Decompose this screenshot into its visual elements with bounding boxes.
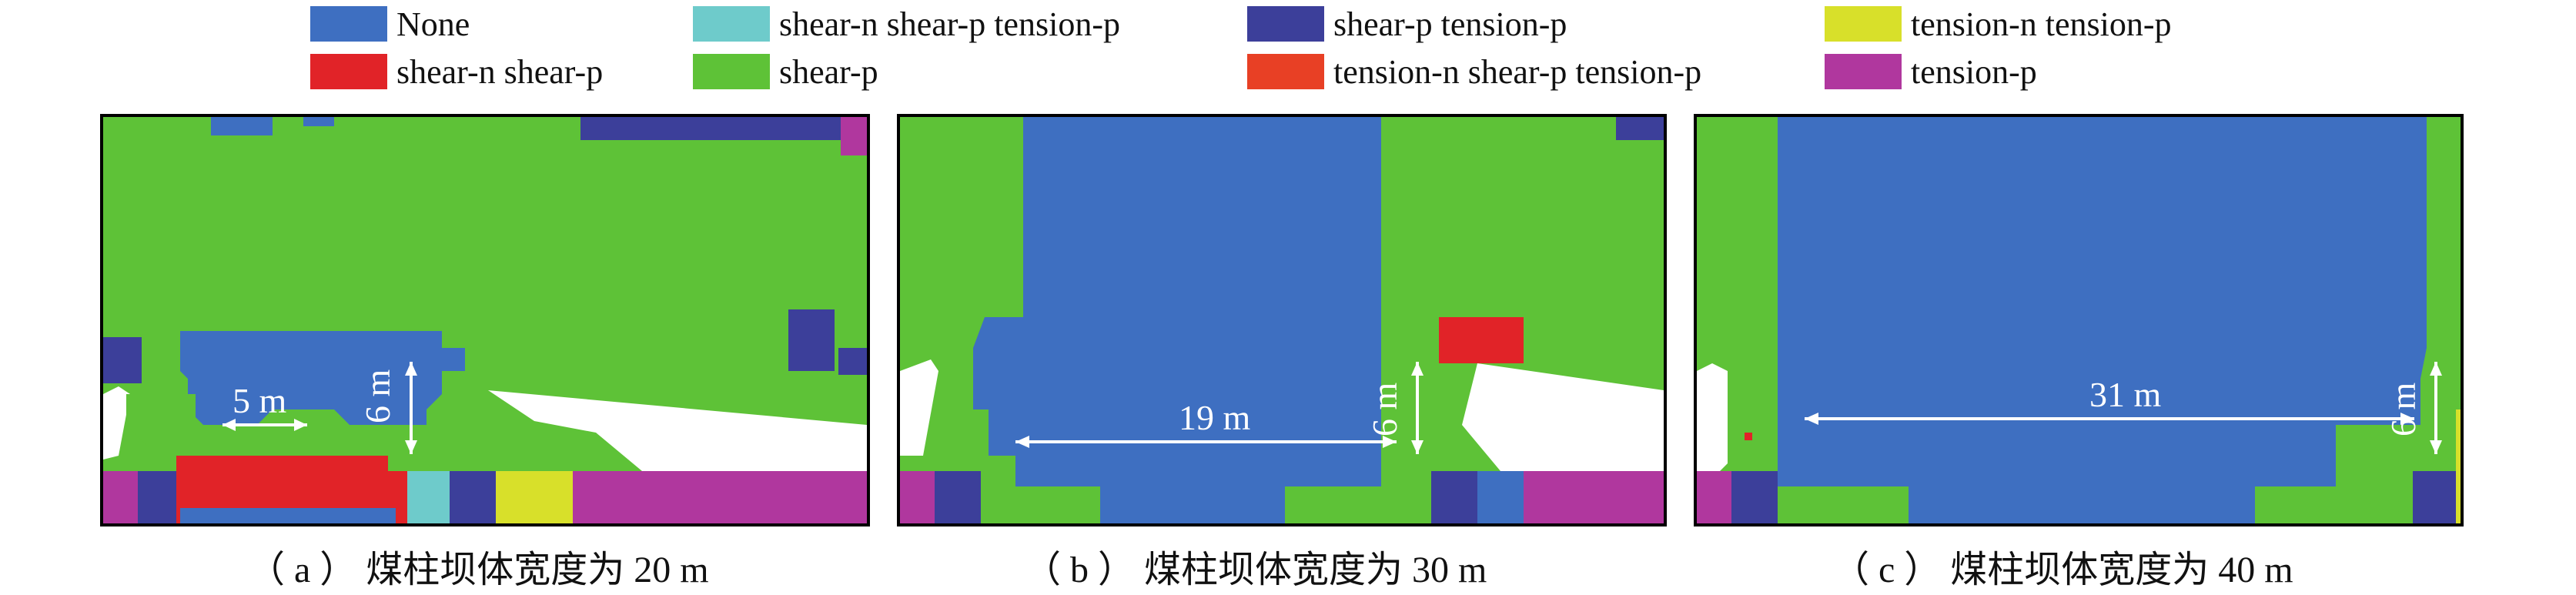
- panel-b: 19 m 6 m: [897, 114, 1667, 526]
- legend-swatch: [1247, 54, 1324, 89]
- legend-item: tension-n shear-p tension-p: [1247, 52, 1701, 91]
- legend-label: tension-p: [1911, 52, 2037, 91]
- legend-label: tension-n shear-p tension-p: [1333, 52, 1702, 91]
- panel-a-caption: （ a ） 煤柱坝体宽度为 20 m: [248, 550, 709, 590]
- legend-swatch: [310, 6, 387, 42]
- dimension-height-label: 6 m: [2384, 383, 2423, 437]
- legend-label: shear-p tension-p: [1333, 5, 1567, 43]
- legend-item: tension-n tension-p: [1825, 5, 2172, 43]
- panel-c: 31 m 6 m: [1694, 114, 2464, 526]
- panel-b-caption: （ b ） 煤柱坝体宽度为 30 m: [1024, 550, 1487, 590]
- legend-swatch: [693, 6, 770, 42]
- legend-swatch: [1247, 6, 1324, 42]
- panel-c-caption: （ c ） 煤柱坝体宽度为 40 m: [1832, 550, 2293, 590]
- legend-item: None: [310, 5, 470, 43]
- legend-label: shear-n shear-p tension-p: [779, 5, 1120, 43]
- legend-item: tension-p: [1825, 52, 2037, 91]
- legend: None shear-n shear-p tension-p shear-p t…: [0, 0, 2576, 100]
- legend-item: shear-p: [693, 52, 878, 91]
- legend-label: shear-p: [779, 52, 878, 91]
- legend-swatch: [310, 54, 387, 89]
- legend-item: shear-n shear-p tension-p: [693, 5, 1120, 43]
- legend-label: tension-n tension-p: [1911, 5, 2172, 43]
- panel-c-plot: 31 m 6 m: [1697, 117, 2461, 523]
- panel-a-plot: 5 m 6 m: [103, 117, 867, 523]
- dimension-height-label: 6 m: [358, 369, 397, 424]
- legend-label: None: [396, 5, 470, 43]
- legend-item: shear-n shear-p: [310, 52, 603, 91]
- legend-swatch: [693, 54, 770, 89]
- dimension-height-label: 6 m: [1365, 383, 1404, 437]
- dimension-width-label: 19 m: [1179, 398, 1251, 437]
- legend-swatch: [1825, 54, 1902, 89]
- panel-a: 5 m 6 m: [100, 114, 870, 526]
- dimension-width-label: 5 m: [233, 381, 287, 420]
- legend-item: shear-p tension-p: [1247, 5, 1567, 43]
- dimension-width-label: 31 m: [2089, 375, 2162, 414]
- legend-swatch: [1825, 6, 1902, 42]
- legend-label: shear-n shear-p: [396, 52, 604, 91]
- panel-b-plot: 19 m 6 m: [900, 117, 1664, 523]
